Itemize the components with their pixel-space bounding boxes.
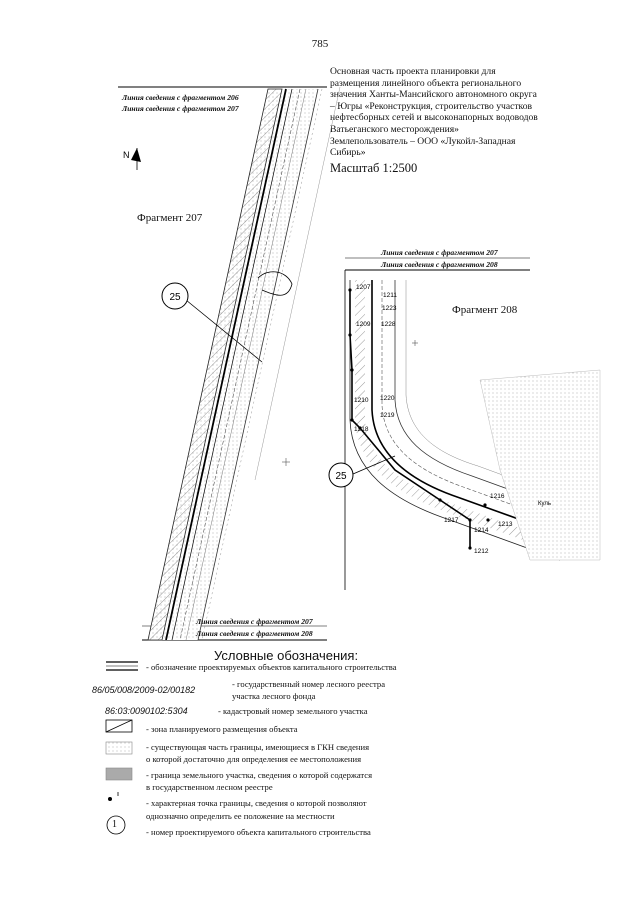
merge-label: Линия сведения с фрагментом 207 xyxy=(381,248,498,257)
title-line: Сибирь» xyxy=(330,147,366,159)
merge-label: Линия сведения с фрагментом 206 xyxy=(122,93,239,102)
object-number-circle xyxy=(161,282,189,310)
page-number: 785 xyxy=(311,38,329,50)
title-line: Ватьеганского месторождения» xyxy=(330,123,459,135)
svg-text:1209: 1209 xyxy=(356,321,371,328)
forest-register-number: 86/05/008/2009-02/00182 xyxy=(92,685,196,695)
title-line: Землепользователь – ООО «Лукойл-Западная xyxy=(330,135,516,147)
legend-item: - кадастровый номер земельного участка xyxy=(218,706,368,716)
legend-item: о которой достаточно для определения ее … xyxy=(146,754,362,764)
svg-text:1211: 1211 xyxy=(383,292,397,299)
legend-item: однозначно определить ее положение на ме… xyxy=(146,811,335,821)
svg-text:1218: 1218 xyxy=(354,426,369,433)
legend-item: - характерная точка границы, сведения о … xyxy=(146,798,367,808)
svg-text:1217: 1217 xyxy=(444,517,459,524)
svg-text:1207: 1207 xyxy=(356,284,371,291)
title-block: Основная часть проекта планировки для ра… xyxy=(330,66,580,176)
title-line: значения Ханты-Мансийского автономного о… xyxy=(330,89,537,101)
title-line: размещения линейного объекта регионально… xyxy=(330,77,522,89)
legend-item: - обозначение проектируемых объектов кап… xyxy=(146,662,397,672)
road-label: Куль xyxy=(538,501,551,507)
svg-text:1219: 1219 xyxy=(380,412,395,419)
project-line xyxy=(165,88,287,641)
svg-text:1216: 1216 xyxy=(490,493,505,500)
forest-boundary-strip xyxy=(147,88,283,641)
map-scale: Масштаб 1:2500 xyxy=(330,160,418,175)
svg-text:1213: 1213 xyxy=(498,521,513,528)
title-line: – Югры «Реконструкция, строительство уча… xyxy=(330,100,533,112)
svg-text:1228: 1228 xyxy=(381,321,396,328)
fragment-207-label: Фрагмент 207 xyxy=(137,212,203,224)
legend-item: - номер проектируемого объекта капитальн… xyxy=(146,827,371,837)
cadastral-number: 86:03:0090102:5304 xyxy=(105,706,188,716)
merge-label: Линия сведения с фрагментом 207 xyxy=(196,617,313,626)
north-arrow-icon xyxy=(131,148,141,170)
svg-text:1212: 1212 xyxy=(474,548,489,555)
legend-item: - существующая часть границы, имеющиеся … xyxy=(146,742,370,752)
svg-text:1220: 1220 xyxy=(380,395,395,402)
legend-title: Условные обозначения: xyxy=(214,648,359,663)
forest-area xyxy=(479,369,601,561)
merge-label: Линия сведения с фрагментом 208 xyxy=(381,260,498,269)
map-drawing: 25 N Куль 1207 1211 1223 1209 1228 1220 … xyxy=(118,86,601,641)
legend-symbol-number: 1 xyxy=(112,819,117,830)
svg-text:25: 25 xyxy=(335,471,347,482)
svg-text:1223: 1223 xyxy=(382,305,397,312)
legend-item: - граница земельного участка, сведения о… xyxy=(146,770,373,780)
merge-label: Линия сведения с фрагментом 208 xyxy=(196,629,313,638)
title-line: нефтесборных сетей и высоконапорных водо… xyxy=(330,112,538,124)
svg-text:1214: 1214 xyxy=(474,527,489,534)
legend-item: участка лесного фонда xyxy=(232,691,316,701)
merge-label: Линия сведения с фрагментом 207 xyxy=(122,104,239,113)
fragment-208-label: Фрагмент 208 xyxy=(452,304,518,316)
object-number-text: 25 xyxy=(169,292,181,303)
north-label: N xyxy=(123,150,130,160)
legend-item: - государственный номер лесного реестра xyxy=(232,679,386,689)
legend-item: - зона планируемого размещения объекта xyxy=(146,724,298,734)
legend-item: в государственном лесном реестре xyxy=(146,782,273,792)
svg-text:1210: 1210 xyxy=(354,397,369,404)
legend-symbols xyxy=(105,661,138,835)
title-line: Основная часть проекта планировки для xyxy=(330,66,496,77)
